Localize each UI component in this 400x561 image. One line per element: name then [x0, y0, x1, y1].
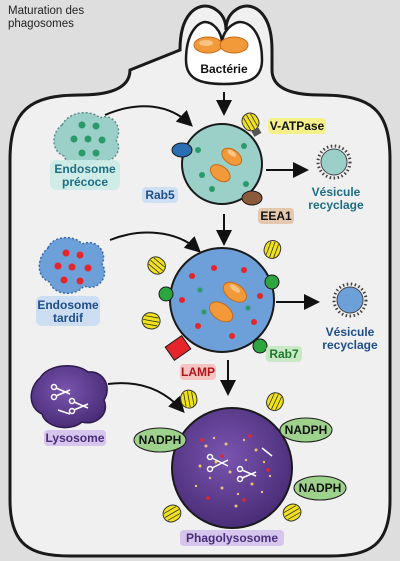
- label-endosome-precoce: Endosome précoce: [50, 160, 120, 190]
- v-atpase-late-1: [147, 256, 166, 275]
- label-endosome-precoce-line2: précoce: [62, 175, 108, 189]
- arrow-late-endosome-to-phagosome: [109, 231, 201, 253]
- label-rab5: Rab5: [142, 187, 178, 203]
- rab7-marker-2: [264, 274, 280, 290]
- v-atpase-early: [241, 112, 262, 137]
- label-phagolysosome-text: Phagolysosome: [186, 531, 278, 545]
- label-endosome-tardif: Endosome tardif: [36, 296, 100, 326]
- phagolysosome: [171, 407, 293, 529]
- late-endosome: [38, 236, 106, 294]
- label-lysosome: Lysosome: [44, 430, 106, 446]
- label-bacterie: Bactérie: [200, 62, 248, 76]
- late-phagosome: [169, 247, 275, 353]
- lysosome: [30, 365, 108, 429]
- label-lysosome-text: Lysosome: [46, 431, 105, 445]
- label-vesicule-1-line2: recyclage: [308, 198, 364, 212]
- nadph-right-top: NADPH: [279, 417, 333, 443]
- label-lamp: LAMP: [180, 364, 216, 380]
- rab7-marker-1: [158, 286, 174, 302]
- nadph-left-text: NADPH: [139, 433, 182, 447]
- label-lamp-text: LAMP: [181, 365, 215, 379]
- v-atpase-phago-3: [282, 503, 302, 522]
- nadph-right-bottom: NADPH: [293, 475, 347, 501]
- label-vesicule-recyclage-1: Vésicule recyclage: [308, 185, 364, 212]
- label-vesicule-recyclage-2: Vésicule recyclage: [322, 325, 378, 352]
- label-rab5-text: Rab5: [145, 188, 175, 202]
- label-vesicule-1-line1: Vésicule: [312, 185, 361, 199]
- rab7-marker-3: [252, 338, 268, 354]
- lamp-marker: [164, 335, 192, 361]
- label-endosome-tardif-line1: Endosome: [37, 298, 99, 312]
- figure-title: Maturation des phagosomes: [8, 5, 84, 31]
- title-line-1: Maturation des: [8, 5, 85, 17]
- label-vesicule-2-line2: recyclage: [322, 338, 378, 352]
- nadph-right-top-text: NADPH: [285, 423, 328, 437]
- arrow-early-endosome-to-phagosome: [104, 105, 193, 127]
- label-phagolysosome: Phagolysosome: [180, 530, 284, 546]
- label-rab7-text: Rab7: [269, 347, 299, 361]
- v-atpase-late-3: [141, 312, 161, 330]
- label-vesicule-2-line1: Vésicule: [326, 325, 375, 339]
- title-line-2: phagosomes: [8, 18, 74, 30]
- early-phagosome: [181, 123, 263, 205]
- bacterium-top: [193, 36, 249, 54]
- v-atpase-phago-4: [162, 504, 182, 523]
- label-v-atpase: V-ATPase: [268, 118, 326, 134]
- nadph-right-bottom-text: NADPH: [299, 481, 342, 495]
- rab5-marker: [171, 142, 193, 158]
- arrow-lysosome-to-phagolysosome: [107, 382, 185, 413]
- v-atpase-phago-1: [180, 389, 198, 409]
- early-endosome: [53, 111, 120, 168]
- label-eea1: EEA1: [258, 208, 294, 224]
- nadph-left: NADPH: [133, 427, 187, 453]
- label-endosome-precoce-line1: Endosome: [54, 162, 116, 176]
- label-v-atpase-text: V-ATPase: [270, 119, 325, 133]
- recycling-vesicle-early: [316, 144, 352, 180]
- v-atpase-phago-2: [266, 392, 284, 412]
- recycling-vesicle-late: [332, 282, 368, 318]
- eea1-marker: [241, 190, 263, 206]
- label-eea1-text: EEA1: [260, 209, 292, 223]
- label-rab7: Rab7: [266, 346, 302, 362]
- v-atpase-late-2: [263, 239, 282, 259]
- label-endosome-tardif-line2: tardif: [53, 311, 84, 325]
